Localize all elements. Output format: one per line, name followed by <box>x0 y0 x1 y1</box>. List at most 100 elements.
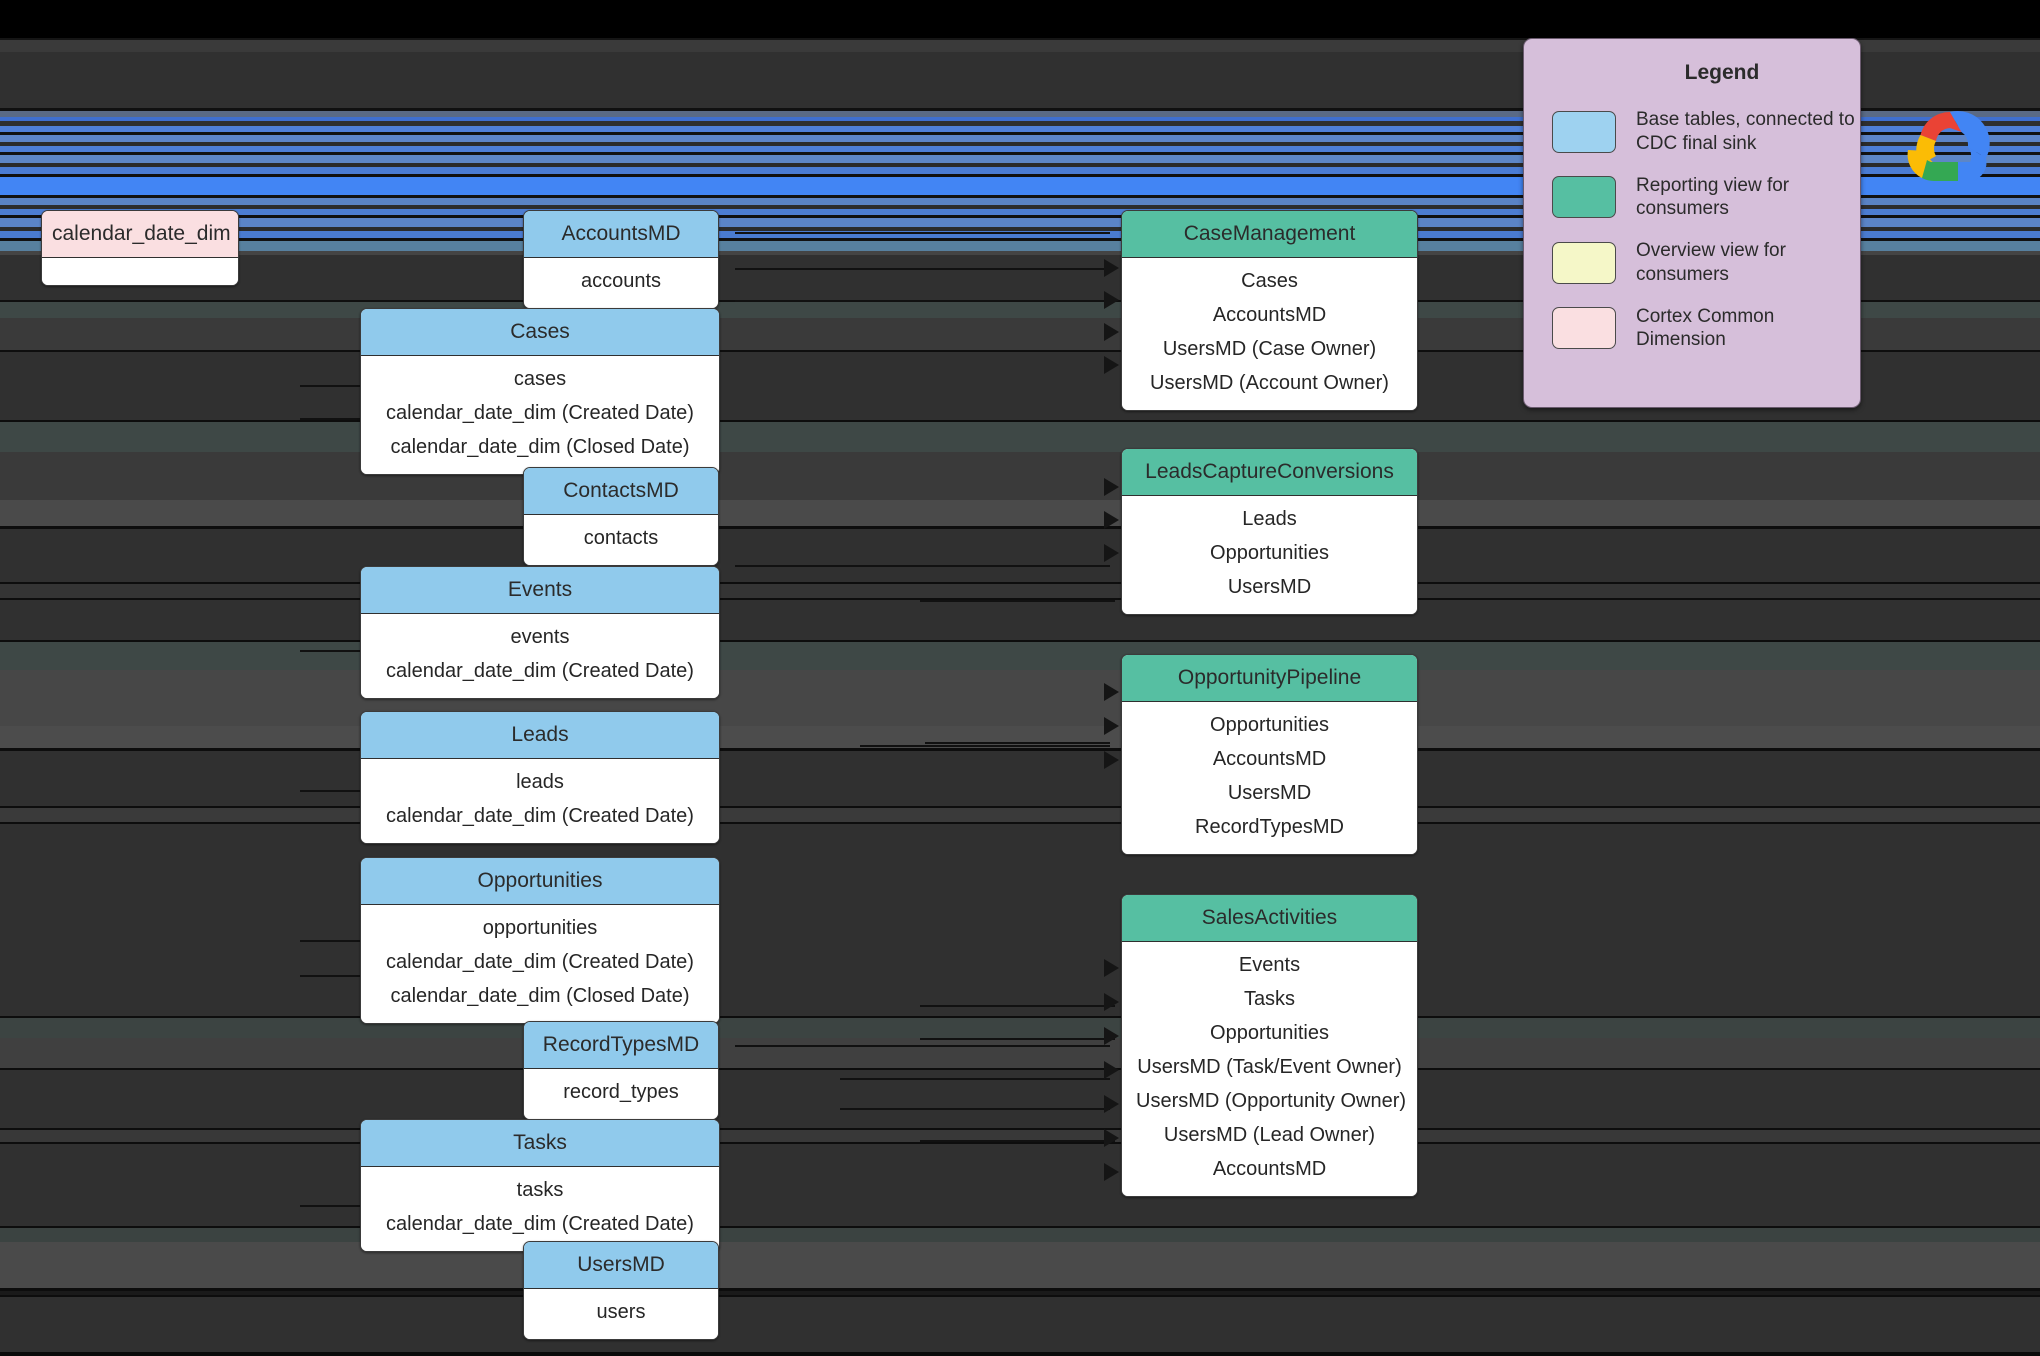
google-cloud-logo <box>1898 98 1998 199</box>
entity-node-row: calendar_date_dim (Closed Date) <box>390 436 690 458</box>
artifact-band <box>0 822 2040 824</box>
entity-node-row: users <box>596 1301 646 1323</box>
legend-panel: Legend Base tables, connected to CDC fin… <box>1523 38 1861 408</box>
connector-arrowhead <box>1104 291 1119 309</box>
artifact-band <box>0 198 2040 205</box>
entity-node-title: Tasks <box>361 1120 719 1167</box>
artifact-band <box>0 1352 2040 1356</box>
entity-node-row: Leads <box>1242 508 1297 530</box>
artifact-band <box>0 526 2040 529</box>
artifact-band <box>0 1226 2040 1228</box>
connector-arrowhead <box>1104 959 1119 977</box>
legend-item-label: Base tables, connected to CDC final sink <box>1636 109 1855 154</box>
entity-node-body: contacts <box>524 515 718 565</box>
artifact-band <box>0 215 2040 218</box>
entity-node-row: tasks <box>516 1179 564 1201</box>
artifact-band <box>0 231 2040 238</box>
legend-item-label: Overview view for consumers <box>1636 240 1786 285</box>
connector-arrowhead <box>1104 1163 1119 1181</box>
relationship-connector <box>920 600 1115 602</box>
entity-node-row: UsersMD (Lead Owner) <box>1163 1124 1376 1146</box>
entity-node-row: calendar_date_dim (Created Date) <box>386 402 694 424</box>
legend-item: Cortex Common Dimension <box>1524 296 1860 362</box>
relationship-connector <box>860 745 1110 747</box>
legend-swatch <box>1552 307 1616 350</box>
legend-item: Overview view for consumers <box>1524 230 1860 296</box>
artifact-band <box>0 108 2040 111</box>
artifact-band <box>0 167 2040 174</box>
connector-arrowhead <box>1104 1129 1119 1147</box>
artifact-band <box>0 452 2040 500</box>
entity-node-title: CaseManagement <box>1122 211 1417 258</box>
entity-node-row: Opportunities <box>1210 542 1329 564</box>
artifact-band <box>0 227 2040 231</box>
entity-node-row: UsersMD <box>1227 782 1312 804</box>
artifact-band <box>0 670 2040 726</box>
artifact-band <box>0 111 2040 117</box>
legend-title: Legend <box>1684 61 1760 84</box>
entity-node-title: Events <box>361 567 719 614</box>
entity-node-row: contacts <box>583 527 659 549</box>
entity-node-row: events <box>510 626 570 648</box>
entity-node-calendar_date_dim[interactable]: calendar_date_dim <box>41 210 239 286</box>
entity-node-title: Opportunities <box>361 858 719 905</box>
entity-node-row: AccountsMD <box>1212 304 1327 326</box>
relationship-connector <box>735 1045 1110 1047</box>
artifact-band <box>0 1018 2040 1038</box>
entity-node-row: Events <box>1238 954 1301 976</box>
connector-arrowhead <box>1104 323 1119 341</box>
artifact-band <box>0 1016 2040 1018</box>
entity-node-row: AccountsMD <box>1212 748 1327 770</box>
artifact-band <box>0 1288 2040 1291</box>
legend-item: Base tables, connected to CDC final sink <box>1524 99 1860 165</box>
connector-arrowhead <box>1104 683 1119 701</box>
entity-node-row: Cases <box>1241 270 1298 292</box>
entity-node-row: RecordTypesMD <box>1195 816 1344 838</box>
artifact-band <box>0 155 2040 163</box>
entity-node-row: UsersMD (Account Owner) <box>1150 372 1389 394</box>
artifact-band <box>0 38 2040 40</box>
entity-node-row: record_types <box>563 1081 679 1103</box>
legend-item: Reporting view for consumers <box>1524 165 1860 231</box>
legend-item-label: Reporting view for consumers <box>1636 174 1790 220</box>
entity-node-row: cases <box>513 368 567 390</box>
legend-swatch <box>1552 241 1616 284</box>
connector-arrowhead <box>1104 751 1119 769</box>
relationship-connector <box>920 300 1115 302</box>
artifact-band <box>0 195 2040 198</box>
entity-node-title: Leads <box>361 712 719 759</box>
entity-node-body: cases calendar_date_dim (Created Date) cal… <box>361 356 719 474</box>
artifact-band <box>0 218 2040 227</box>
artifact-band <box>0 1291 2040 1295</box>
artifact-band <box>0 808 2040 822</box>
entity-node-row: accounts <box>580 270 662 292</box>
entity-node-row: UsersMD (Opportunity Owner) <box>1136 1090 1407 1112</box>
artifact-band <box>0 1228 2040 1242</box>
connector-arrowhead <box>1104 1027 1119 1045</box>
entity-node-row: UsersMD <box>1227 576 1312 598</box>
legend-swatch <box>1552 176 1616 219</box>
relationship-connector <box>925 742 1110 744</box>
artifact-band <box>0 582 2040 584</box>
relationship-connector <box>735 232 1110 234</box>
